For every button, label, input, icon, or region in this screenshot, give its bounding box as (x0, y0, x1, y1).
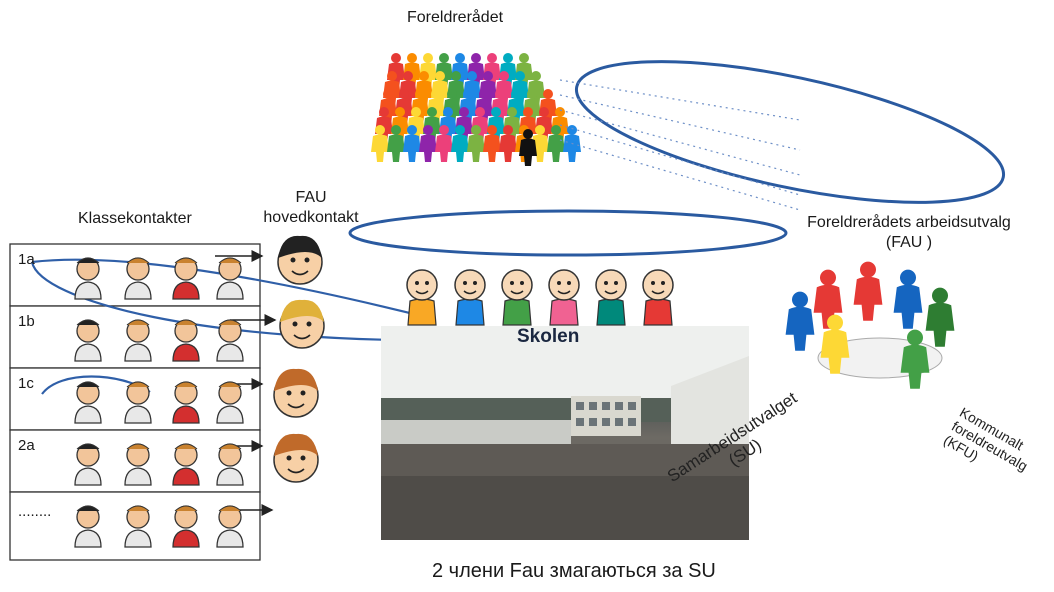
student-icon (172, 257, 200, 300)
school-kid-icon (406, 269, 438, 326)
klassekontakter-label: Klassekontakter (78, 210, 192, 227)
fau-ellipse (348, 209, 788, 257)
arbeidsutvalg-line2: (FAU ) (885, 234, 933, 251)
school-photo (381, 326, 749, 540)
fau-hovedkontakt-line2: hovedkontakt (263, 209, 359, 226)
student-icon (172, 443, 200, 486)
student-icon (216, 319, 244, 362)
contact-face-icon (277, 235, 323, 285)
student-icon (74, 443, 102, 486)
student-icon (74, 381, 102, 424)
student-icon (124, 257, 152, 300)
student-icon (216, 257, 244, 300)
student-icon (124, 319, 152, 362)
caption: 2 члени Fau змагаються за SU (432, 560, 716, 582)
class-row-label: 1b (18, 313, 35, 330)
committee-figure-icon (785, 291, 815, 351)
school-kid-icon (501, 269, 533, 326)
fau-hovedkontakt-line1: FAU (295, 189, 327, 206)
student-icon (124, 505, 152, 548)
hovedkontakt-faces-icon (273, 235, 325, 483)
class-row-label: 1c (18, 375, 34, 392)
arbeidsutvalg-label: Foreldrerådets arbeidsutvalg (FAU ) (784, 213, 1034, 253)
committee-figure-icon (925, 287, 955, 347)
school-kid-icon (454, 269, 486, 326)
foreldreradet-label: Foreldrerådet (407, 9, 504, 26)
school-kid-icon (595, 269, 627, 326)
committee-figure-icon (900, 329, 930, 389)
fau-hovedkontakt-label: FAU hovedkontakt (256, 188, 366, 228)
student-icon (124, 443, 152, 486)
committee-figure-icon (893, 269, 923, 329)
school-kids-icon (406, 269, 674, 326)
skolen-label: Skolen (517, 326, 580, 347)
student-icon (74, 505, 102, 548)
council-ellipse (574, 60, 1006, 204)
class-row-label: 2a (18, 437, 35, 454)
contact-face-icon (273, 433, 319, 483)
student-icon (216, 381, 244, 424)
council-connector-lines (559, 79, 801, 211)
arbeidsutvalg-line1: Foreldrerådets arbeidsutvalg (807, 214, 1011, 231)
student-icon (74, 319, 102, 362)
student-icon (74, 257, 102, 300)
school-kid-icon (548, 269, 580, 326)
student-icon (216, 505, 244, 548)
student-icon (124, 381, 152, 424)
student-icon (172, 319, 200, 362)
school-kid-icon (642, 269, 674, 326)
class-row-label: 1a (18, 251, 35, 268)
class-row-label: ........ (18, 503, 52, 520)
student-icon (172, 381, 200, 424)
committee-figure-icon (853, 261, 883, 321)
student-icon (172, 505, 200, 548)
student-icon (216, 443, 244, 486)
parents-crowd-icon (371, 53, 581, 166)
class-members-icon (74, 257, 244, 548)
fau-round-table-icon (785, 261, 955, 389)
contact-face-icon (273, 368, 319, 418)
contact-face-icon (279, 299, 325, 349)
